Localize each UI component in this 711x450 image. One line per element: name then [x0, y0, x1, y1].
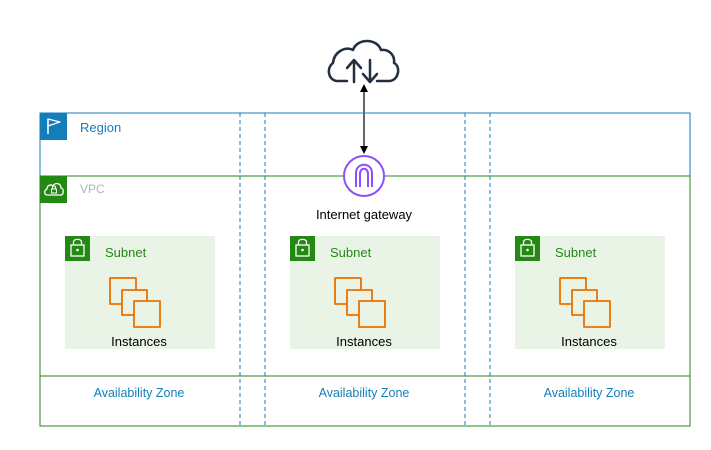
instances-label: Instances	[111, 334, 167, 349]
internet-gateway-icon	[343, 155, 385, 197]
instances-icon	[559, 277, 611, 328]
availability-zone-label: Availability Zone	[319, 386, 410, 400]
subnet-3: Subnet Instances	[515, 236, 665, 349]
subnet-lock-icon	[65, 236, 90, 261]
subnet-1: Subnet Instances	[65, 236, 215, 349]
subnet-label: Subnet	[105, 245, 147, 260]
instances-icon	[334, 277, 386, 328]
vpc-cloud-icon	[40, 176, 67, 203]
availability-zone-label: Availability Zone	[544, 386, 635, 400]
availability-zone-label: Availability Zone	[94, 386, 185, 400]
availability-zone-separators	[239, 113, 491, 426]
instances-label: Instances	[336, 334, 392, 349]
subnet-2: Subnet Instances	[290, 236, 440, 349]
internet-gateway-connector	[360, 84, 368, 154]
subnet-label: Subnet	[555, 245, 597, 260]
subnet-lock-icon	[290, 236, 315, 261]
subnet-label: Subnet	[330, 245, 372, 260]
subnet-lock-icon	[515, 236, 540, 261]
internet-gateway-label: Internet gateway	[316, 207, 413, 222]
vpc-label: VPC	[80, 182, 105, 196]
instances-icon	[109, 277, 161, 328]
region-label: Region	[80, 120, 121, 135]
instances-label: Instances	[561, 334, 617, 349]
internet-cloud-icon	[327, 39, 400, 84]
region-flag-icon	[40, 113, 67, 140]
